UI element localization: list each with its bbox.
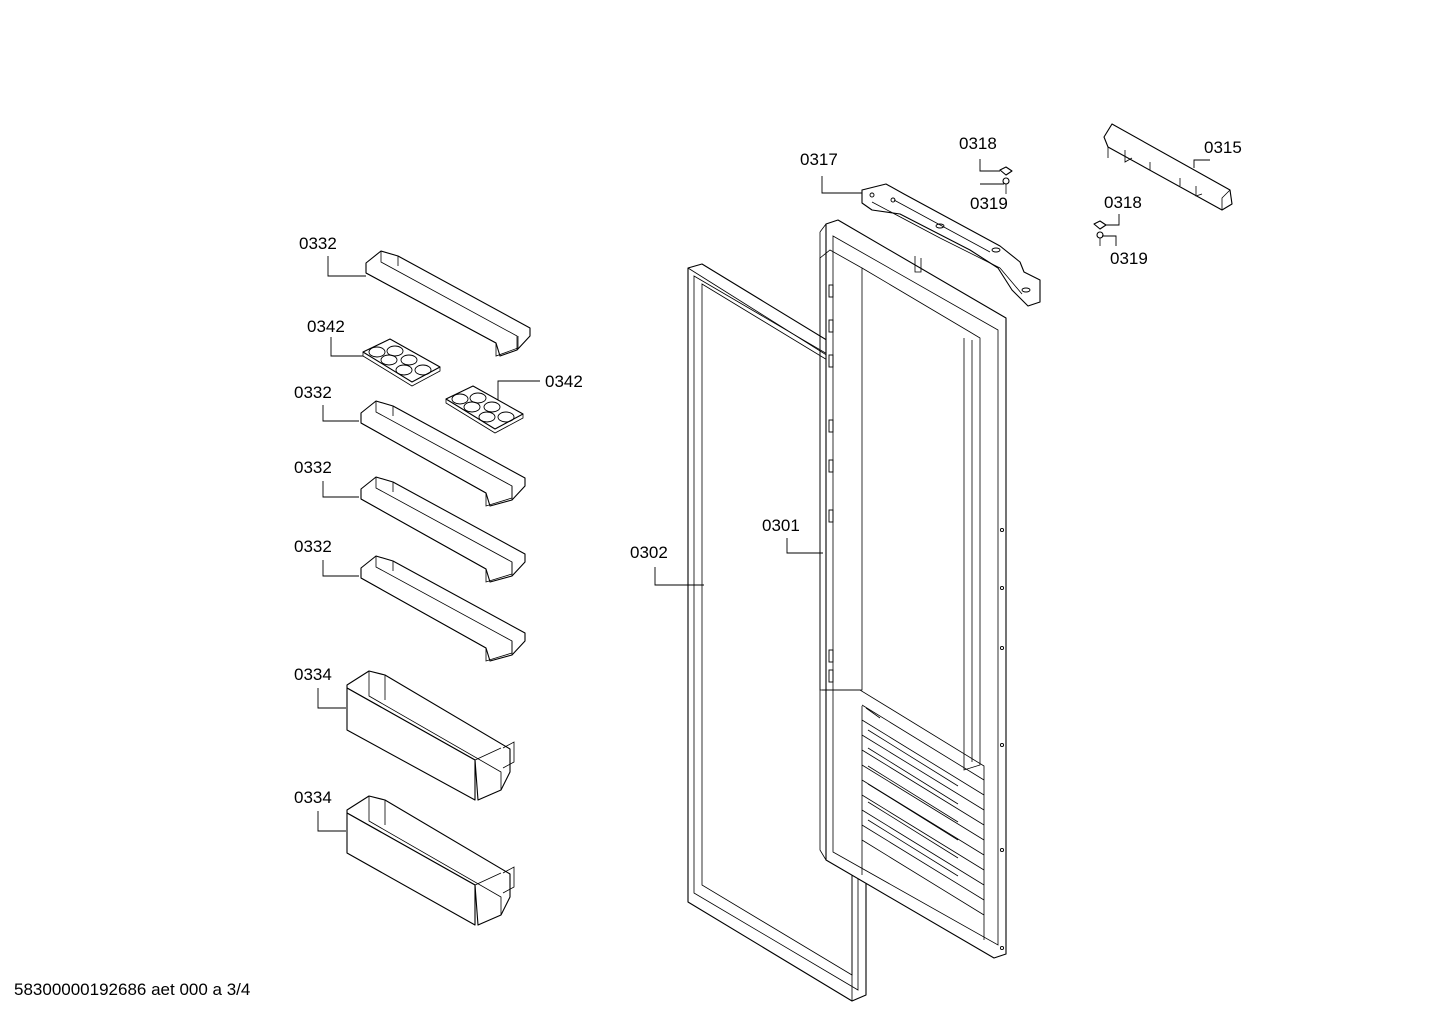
door-shelf-0332-3 [360,476,526,583]
leader-lines [317,159,1210,832]
label-0302: 0302 [630,543,668,562]
label-0334-upper: 0334 [294,665,332,684]
label-0319-lower: 0319 [1110,249,1148,268]
label-0315: 0315 [1204,138,1242,157]
label-0332-3: 0332 [294,458,332,477]
inner-door-0301 [819,219,1007,959]
document-id: 58300000192686 aet 000 a 3/4 [14,980,251,999]
screw-0318-lower [1093,220,1107,230]
label-0318-upper: 0318 [959,134,997,153]
door-bin-0334-upper [346,670,515,801]
label-0332-4: 0332 [294,537,332,556]
door-shelf-0332-2 [360,400,526,507]
hinge-bracket-0317 [861,183,1041,307]
label-0334-lower: 0334 [294,788,332,807]
door-bin-0334-lower [346,795,515,926]
door-shelf-0332-4 [360,555,526,662]
screw-0319-lower [1096,231,1104,246]
label-0332-2: 0332 [294,383,332,402]
label-0319-upper: 0319 [970,194,1008,213]
label-0317: 0317 [800,150,838,169]
screw-0318-upper [999,166,1013,176]
door-shelf-0332-top [365,250,531,357]
egg-tray-0342-right [445,385,524,434]
egg-tray-0342-left [362,338,441,387]
label-0301: 0301 [762,516,800,535]
label-0342-right: 0342 [545,372,583,391]
screw-0319-upper [1002,177,1010,194]
top-cover-0315 [1103,123,1233,211]
label-0332-top: 0332 [299,234,337,253]
label-0342-left: 0342 [307,317,345,336]
label-0318-lower: 0318 [1104,193,1142,212]
